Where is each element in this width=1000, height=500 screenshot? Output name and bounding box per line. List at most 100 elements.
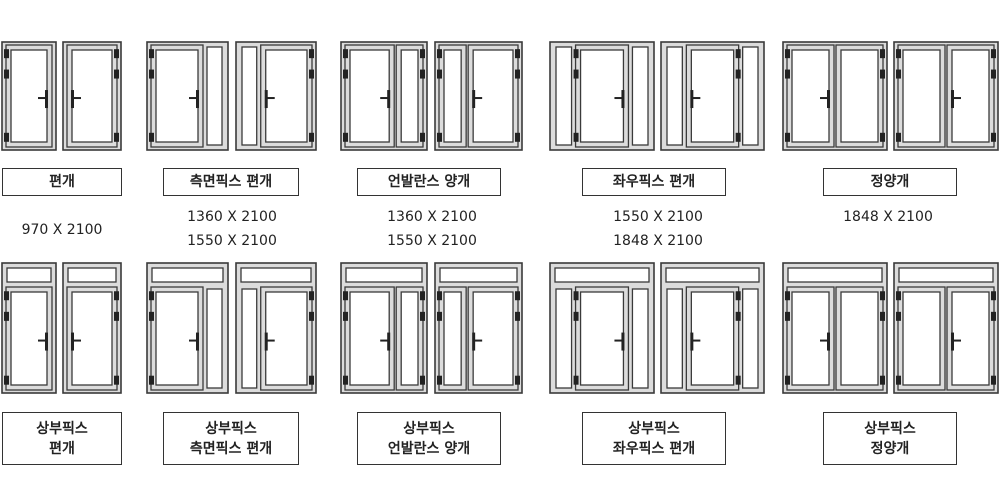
hinge-icon [880,291,885,301]
transom-fix-glass [898,267,994,283]
handle-lever-icon [38,339,47,342]
handle-lever-icon [72,339,81,342]
label-text: 정양개 [870,174,910,190]
dimension-text: 1550 X 2100 [387,233,477,249]
hinge-icon [735,69,741,79]
door-glass [951,291,990,386]
hinge-icon [785,132,790,142]
transom-fix-glass [240,267,312,283]
door-glass [10,291,48,386]
hinge-icon [420,311,425,321]
label-line1: 상부픽스 [864,420,916,437]
door-glass [155,49,199,143]
door-glass [579,291,625,386]
hinge-icon [735,132,741,142]
door-glass [791,49,830,143]
hinge-icon [991,69,996,79]
hinge-icon [991,291,996,301]
hinge-icon [149,311,154,321]
label-single-door: 편개 [2,168,122,196]
door-glass [155,291,199,386]
hinge-icon [896,69,901,79]
hinge-icon [437,291,442,301]
hinge-icon [896,132,901,142]
door-glass [472,291,514,386]
hinge-icon [880,311,885,321]
door-glass [10,49,48,143]
hinge-icon [114,49,119,59]
handle-lever-icon [380,339,390,342]
hinge-icon [991,132,996,142]
label-text: 언발란스 양개 [387,174,471,190]
hinge-icon [343,132,348,142]
hinge-icon [880,132,885,142]
fix-panel-glass [631,46,649,146]
hinge-icon [4,132,9,142]
transom-fix-glass [554,267,650,283]
hinge-icon [309,375,314,385]
hinge-icon [4,69,9,79]
hinge-icon [149,49,154,59]
fix-panel-glass [206,288,223,389]
handle-lever-icon [38,97,47,100]
label-text: 편개 [49,174,75,190]
door-glass [951,49,990,143]
hinge-icon [785,291,790,301]
door-glass [902,49,941,143]
hinge-icon [896,291,901,301]
label-line1: 상부픽스 [628,420,680,437]
fix-panel-glass [241,288,258,389]
label-text: 측면픽스 편개 [189,174,273,190]
hinge-icon [896,311,901,321]
label-line2: 측면픽스 편개 [189,440,273,457]
transom-fix-glass [67,267,117,283]
label-double-door: 정양개 [823,168,957,196]
dimension-text: 1848 X 2100 [613,233,703,249]
hinge-icon [114,291,119,301]
label-line1: 상부픽스 [403,420,455,437]
fix-panel-glass [631,288,649,389]
label-side-fix-door: 측면픽스 편개 [163,168,299,196]
door-glass [349,291,390,386]
hinge-icon [420,69,425,79]
door-glass [400,49,419,143]
handle-lever-icon [952,97,961,100]
dimension-text: 1550 X 2100 [187,233,277,249]
fix-panel-glass [555,288,573,389]
label-line2: 정양개 [870,440,910,457]
handle-lever-icon [614,339,624,342]
hinge-icon [420,291,425,301]
hinge-icon [515,375,520,385]
handle-lever-icon [265,339,275,342]
hinge-icon [880,69,885,79]
hinge-icon [149,69,154,79]
hinge-icon [785,49,790,59]
hinge-icon [420,375,425,385]
hinge-icon [343,375,348,385]
hinge-icon [309,291,314,301]
label-line2: 편개 [49,440,75,457]
transom-fix-glass [345,267,423,283]
handle-lever-icon [265,97,275,100]
hinge-icon [437,49,442,59]
hinge-icon [114,375,119,385]
hinge-icon [4,311,9,321]
hinge-icon [735,311,741,321]
hinge-icon [437,132,442,142]
handle-lever-icon [189,97,198,100]
handle-lever-icon [72,97,81,100]
door-glass [443,49,462,143]
door-glass [902,291,941,386]
hinge-icon [896,375,901,385]
door-glass [400,291,419,386]
hinge-icon [309,49,314,59]
door-glass [349,49,390,143]
fix-panel-glass [666,288,683,389]
hinge-icon [735,375,741,385]
dimension-text: 1360 X 2100 [387,209,477,225]
hinge-icon [309,69,314,79]
door-glass [472,49,514,143]
hinge-icon [515,291,520,301]
